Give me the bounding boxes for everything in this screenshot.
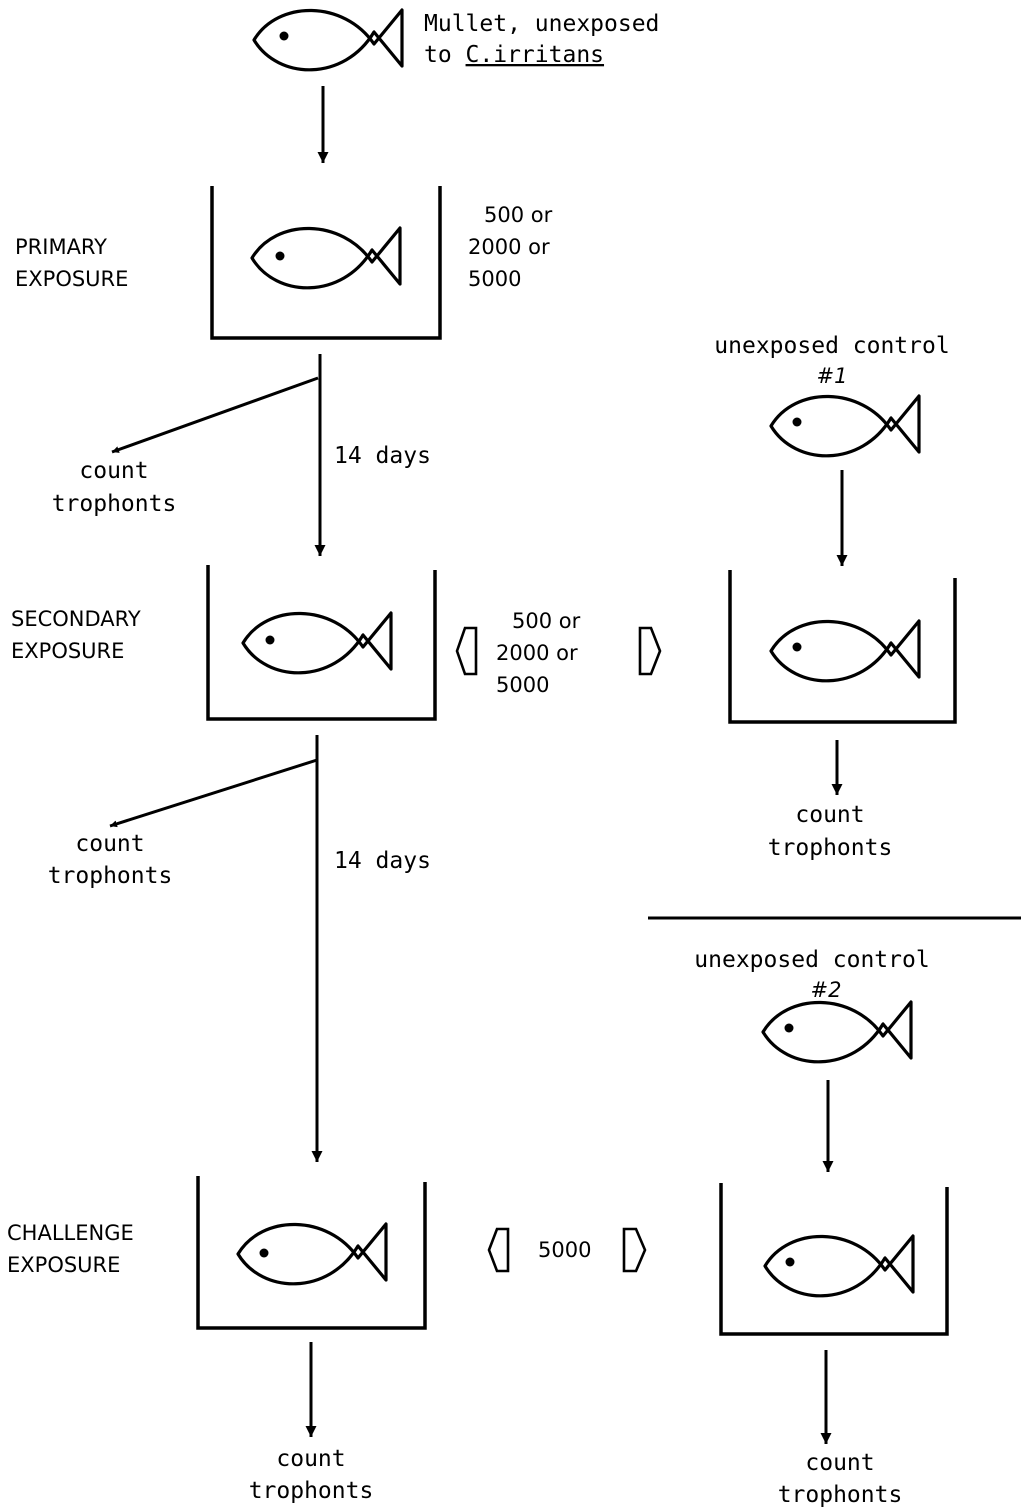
species-name: C.irritans [466, 42, 604, 68]
primary-dose-3: 5000 [468, 267, 521, 291]
challenge-fish-icon [236, 1222, 388, 1286]
primary-fish-icon [250, 226, 402, 290]
secondary-exposure-label: SECONDARY [11, 607, 141, 631]
control-1-count-label-line2: trophonts [768, 835, 893, 861]
primary-tank [210, 186, 442, 340]
control-2-fish-icon [761, 1000, 913, 1064]
control-1-number: #1 [817, 364, 848, 388]
arrow-primary-count [111, 376, 319, 454]
challenge-right-arrow-icon [622, 1227, 647, 1273]
challenge-exposure-label-line2: EXPOSURE [7, 1253, 120, 1277]
challenge-dose: 5000 [538, 1238, 591, 1262]
primary-dose-1: 500 or [484, 203, 553, 227]
control-2-count-label: count [805, 1450, 874, 1476]
secondary-count-label: count [75, 831, 144, 857]
primary-count-label: count [79, 458, 148, 484]
secondary-dose-3: 5000 [496, 673, 549, 697]
primary-dose-2: 2000 or [468, 235, 550, 259]
source-fish-icon [252, 8, 404, 72]
source-fish-label-line2: to C.irritans [424, 42, 604, 68]
secondary-left-arrow-icon [455, 626, 478, 676]
secondary-count-label-line2: trophonts [48, 863, 173, 889]
challenge-tank [196, 1176, 427, 1330]
control-1-tank-fish-icon [769, 619, 921, 683]
secondary-fish-icon [241, 611, 393, 675]
secondary-right-arrow-icon [638, 626, 662, 676]
secondary-interval: 14 days [334, 848, 431, 874]
control-2-label: unexposed control [694, 947, 929, 973]
challenge-count-label-line2: trophonts [249, 1478, 374, 1504]
arrow-secondary-count [109, 758, 318, 828]
primary-count-label-line2: trophonts [52, 491, 177, 517]
challenge-exposure-label: CHALLENGE [7, 1221, 134, 1245]
source-fish-label: Mullet, unexposed [424, 11, 659, 37]
secondary-tank [206, 565, 437, 721]
challenge-left-arrow-icon [487, 1227, 510, 1273]
control-1-tank [728, 570, 957, 724]
control-1-label: unexposed control [714, 333, 949, 359]
primary-interval: 14 days [334, 443, 431, 469]
control-2-count-label-line2: trophonts [778, 1482, 903, 1508]
control-1-count-label: count [795, 802, 864, 828]
secondary-dose-2: 2000 or [496, 641, 578, 665]
control-2-tank-fish-icon [763, 1234, 915, 1298]
secondary-dose-1: 500 or [512, 609, 581, 633]
secondary-exposure-label-line2: EXPOSURE [11, 639, 124, 663]
control-2-number: #2 [811, 978, 842, 1002]
control-2-tank [719, 1183, 949, 1336]
primary-exposure-label-line2: EXPOSURE [15, 267, 128, 291]
primary-exposure-label: PRIMARY [15, 235, 107, 259]
control-1-fish-icon [769, 394, 921, 458]
challenge-count-label: count [276, 1446, 345, 1472]
